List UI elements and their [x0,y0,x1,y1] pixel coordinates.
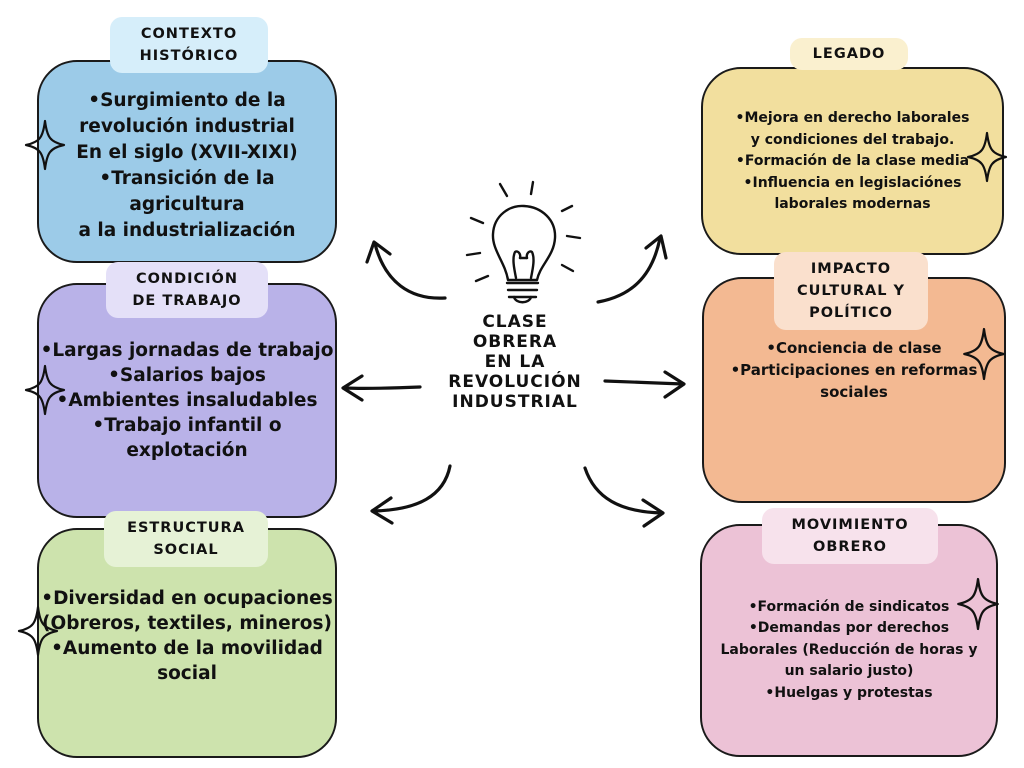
card-impacto-text: •Conciencia de clase •Participaciones en… [731,337,978,443]
text-line: social [157,663,217,684]
sparkle-icon [24,119,66,171]
card-estructura-text: •Diversidad en ocupaciones (Obreros, tex… [41,586,333,700]
tag-line: POLÍTICO [809,305,893,321]
text-line: •Conciencia de clase [766,339,942,357]
tag-estructura-social: ESTRUCTURA SOCIAL [104,511,268,567]
arrow-icon [370,464,452,525]
tag-line: ESTRUCTURA [127,520,245,536]
text-line: •Diversidad en ocupaciones [41,588,333,609]
tag-line: CONDICIÓN [135,271,239,287]
text-line: •Demandas por derechos [748,620,950,637]
text-line: En el siglo (XVII-XIXI) [76,141,298,163]
sparkle-icon [17,605,59,657]
tag-contexto-historico: CONTEXTO HISTÓRICO [110,17,268,73]
card-legado: •Mejora en derecho laborales y condicion… [701,67,1004,255]
text-line: Laborales (Reducción de horas y [720,641,978,658]
arrow-icon [365,240,447,300]
text-line: •Formación de sindicatos [748,598,950,615]
tag-line: MOVIMIENTO [791,517,909,533]
center-title-line: INDUSTRIAL [452,392,578,412]
tag-impacto-cultural-politico: IMPACTO CULTURAL Y POLÍTICO [774,252,928,330]
text-line: un salario justo) [784,663,914,680]
text-line: •Participaciones en reformas [730,361,978,379]
tag-condicion-trabajo: CONDICIÓN DE TRABAJO [106,262,268,318]
text-line: •Surgimiento de la [88,89,286,111]
sparkle-icon [24,364,66,416]
tag-line: SOCIAL [153,542,219,558]
tag-line: CULTURAL Y [796,283,906,299]
text-line: laborales modernas [774,196,931,213]
tag-movimiento-obrero: MOVIMIENTO OBRERO [762,508,938,564]
tag-legado: LEGADO [790,38,908,70]
center-title-line: OBRERA [472,332,558,352]
card-movimiento-text: •Formación de sindicatos •Demandas por d… [720,577,977,705]
card-contexto-historico: •Surgimiento de la revolución industrial… [37,60,337,263]
arrow-icon [596,234,668,304]
sparkle-icon [966,131,1008,183]
text-line: •Transición de la agricultura [99,167,275,215]
text-line: •Formación de la clase media [735,153,970,170]
text-line: •Influencia en legislaciónes [743,174,962,191]
tag-line: IMPACTO [810,261,892,277]
text-line: y condiciones del trabajo. [750,131,955,148]
center-title: CLASE OBRERA EN LA REVOLUCIÓN INDUSTRIAL [430,312,600,412]
text-line: sociales [820,383,888,401]
card-legado-text: •Mejora en derecho laborales y condicion… [736,106,970,216]
center-title-line: CLASE [482,312,548,332]
sparkle-icon [957,577,999,631]
tag-line: LEGADO [812,46,886,62]
text-line: •Ambientes insaludables [56,390,318,411]
tag-line: DE TRABAJO [132,293,242,309]
card-condicion-text: •Largas jornadas de trabajo •Salarios ba… [39,338,335,463]
center-title-line: EN LA [484,352,546,372]
text-line: •Mejora en derecho laborales [735,110,970,127]
tag-line: OBRERO [813,539,887,555]
text-line: •Aumento de la movilidad [51,638,323,659]
arrow-icon [603,370,686,399]
text-line: (Obreros, textiles, mineros) [42,613,332,634]
text-line: •Trabajo infantil o explotación [92,415,282,461]
arrow-icon [341,374,422,402]
text-line: •Salarios bajos [108,365,266,386]
text-line: •Huelgas y protestas [765,684,933,701]
text-line: •Largas jornadas de trabajo [40,340,334,361]
card-contexto-text: •Surgimiento de la revolución industrial… [39,80,335,244]
center-title-line: REVOLUCIÓN [448,372,582,392]
lightbulb-icon [465,180,582,304]
text-line: revolución industrial [79,115,295,137]
tag-line: HISTÓRICO [139,48,239,64]
text-line: a la industrialización [78,219,296,241]
sparkle-icon [963,327,1005,381]
tag-line: CONTEXTO [140,26,238,42]
arrow-icon [583,466,665,528]
